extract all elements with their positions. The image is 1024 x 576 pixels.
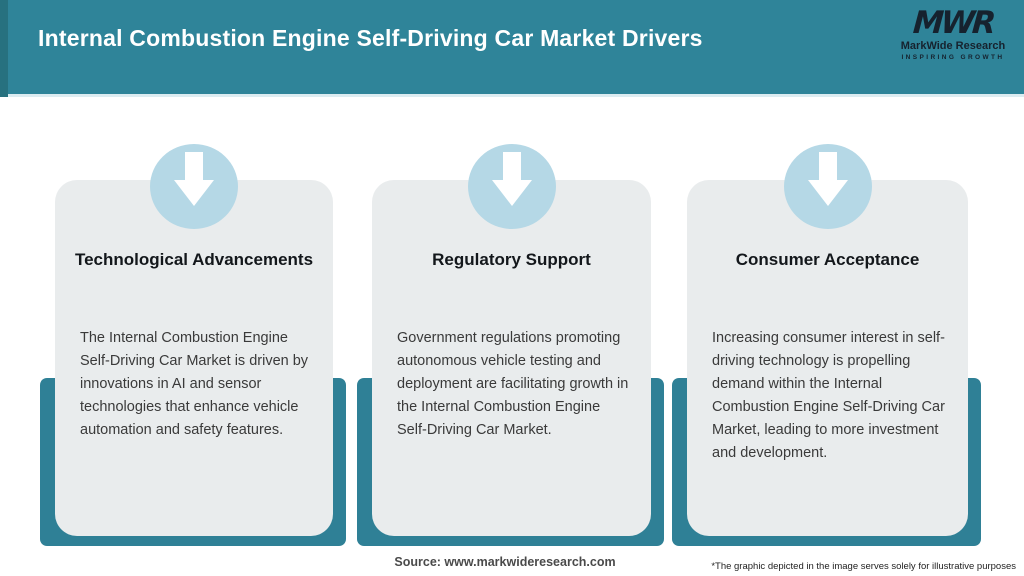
card-body-text: The Internal Combustion Engine Self-Driv… xyxy=(80,330,309,438)
arrow-circle-badge xyxy=(467,144,556,229)
logo-acronym-icon: MWR xyxy=(911,5,995,41)
card-title: Technological Advancements xyxy=(74,250,314,269)
arrow-down-icon xyxy=(491,152,532,206)
disclaimer-text: *The graphic depicted in the image serve… xyxy=(711,561,1016,572)
header-left-accent xyxy=(0,0,8,97)
card-title: Regulatory Support xyxy=(432,250,591,269)
card-title: Consumer Acceptance xyxy=(735,250,920,269)
driver-card-technological-advancements: Technological Advancements The Internal … xyxy=(40,144,346,546)
page-title: Internal Combustion Engine Self-Driving … xyxy=(38,25,703,51)
source-text: Source: www.markwideresearch.com xyxy=(394,555,616,569)
markwide-research-logo: MWR MarkWide Research INSPIRING GROWTH xyxy=(898,5,1008,62)
driver-card-consumer-acceptance: Consumer Acceptance Increasing consumer … xyxy=(672,144,981,546)
arrow-circle-badge xyxy=(783,144,872,229)
arrow-down-icon xyxy=(174,152,214,206)
logo-name: MarkWide Research xyxy=(900,40,1006,52)
arrow-down-icon xyxy=(807,152,848,206)
logo-tagline: INSPIRING GROWTH xyxy=(901,54,1005,61)
card-panel: Consumer Acceptance Increasing consumer … xyxy=(687,180,968,536)
card-panel: Regulatory Support Government regulation… xyxy=(372,180,651,536)
card-panel: Technological Advancements The Internal … xyxy=(55,180,333,536)
card-body-text: Increasing consumer interest in self-dri… xyxy=(712,330,945,461)
arrow-circle-badge xyxy=(150,144,238,229)
card-body-text: Government regulations promoting autonom… xyxy=(397,330,629,438)
driver-card-regulatory-support: Regulatory Support Government regulation… xyxy=(357,144,664,546)
header-band: Internal Combustion Engine Self-Driving … xyxy=(0,0,1024,97)
